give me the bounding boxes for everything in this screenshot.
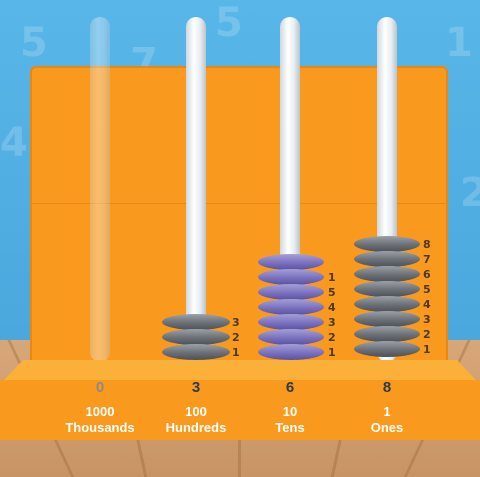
ones-bead[interactable] bbox=[354, 326, 420, 342]
bead-count-label: 1 bbox=[328, 346, 336, 359]
ones-bead[interactable] bbox=[354, 341, 420, 357]
board-divider bbox=[30, 203, 448, 204]
tens-bead[interactable] bbox=[258, 344, 324, 360]
background-number: 2 bbox=[460, 170, 480, 216]
ones-bead[interactable] bbox=[354, 311, 420, 327]
bead-count-label: 7 bbox=[423, 253, 431, 266]
hundreds-digit: 3 bbox=[191, 379, 201, 396]
tens-digit: 6 bbox=[285, 379, 295, 396]
ones-value-label: 1 bbox=[383, 404, 391, 419]
bead-count-label: 2 bbox=[328, 331, 336, 344]
bead-count-label: 3 bbox=[423, 313, 431, 326]
thousands-value-label: 1000 bbox=[85, 404, 115, 419]
bead-count-label: 1 bbox=[232, 346, 240, 359]
tens-value-label: 10 bbox=[282, 404, 298, 419]
bead-count-label: 2 bbox=[232, 331, 240, 344]
thousands-digit: 0 bbox=[95, 379, 105, 396]
background-number: 4 bbox=[0, 120, 28, 166]
thousands-rod[interactable] bbox=[90, 17, 110, 362]
tens-bead[interactable] bbox=[258, 314, 324, 330]
thousands-place-label: Thousands bbox=[65, 420, 135, 435]
background-number: 1 bbox=[445, 20, 473, 66]
bead-count-label: 5 bbox=[328, 286, 336, 299]
tens-bead[interactable] bbox=[258, 299, 324, 315]
bead-count-label: 1 bbox=[328, 271, 336, 284]
ones-bead[interactable] bbox=[354, 296, 420, 312]
ones-digit: 8 bbox=[382, 379, 392, 396]
ones-bead[interactable] bbox=[354, 281, 420, 297]
background-number: 5 bbox=[215, 0, 243, 46]
bead-count-label: 5 bbox=[423, 283, 431, 296]
bead-count-label: 4 bbox=[423, 298, 431, 311]
bead-count-label: 2 bbox=[423, 328, 431, 341]
hundreds-place-label: Hundreds bbox=[165, 420, 227, 435]
tens-bead[interactable] bbox=[258, 329, 324, 345]
tens-bead[interactable] bbox=[258, 254, 324, 270]
hundreds-bead[interactable] bbox=[162, 344, 230, 360]
hundreds-value-label: 100 bbox=[185, 404, 207, 419]
bead-count-label: 4 bbox=[328, 301, 336, 314]
abacus-base bbox=[0, 380, 480, 440]
bead-count-label: 3 bbox=[328, 316, 336, 329]
ones-bead[interactable] bbox=[354, 266, 420, 282]
hundreds-rod[interactable] bbox=[186, 17, 206, 362]
abacus-base-top bbox=[4, 360, 476, 380]
bead-count-label: 6 bbox=[423, 268, 431, 281]
background-number: 5 bbox=[20, 20, 48, 66]
tens-place-label: Tens bbox=[275, 420, 305, 435]
hundreds-bead[interactable] bbox=[162, 314, 230, 330]
ones-bead[interactable] bbox=[354, 236, 420, 252]
hundreds-bead[interactable] bbox=[162, 329, 230, 345]
tens-bead[interactable] bbox=[258, 269, 324, 285]
bead-count-label: 1 bbox=[423, 343, 431, 356]
bead-count-label: 8 bbox=[423, 238, 431, 251]
ones-place-label: Ones bbox=[370, 420, 404, 435]
tens-bead[interactable] bbox=[258, 284, 324, 300]
bead-count-label: 3 bbox=[232, 316, 240, 329]
ones-bead[interactable] bbox=[354, 251, 420, 267]
